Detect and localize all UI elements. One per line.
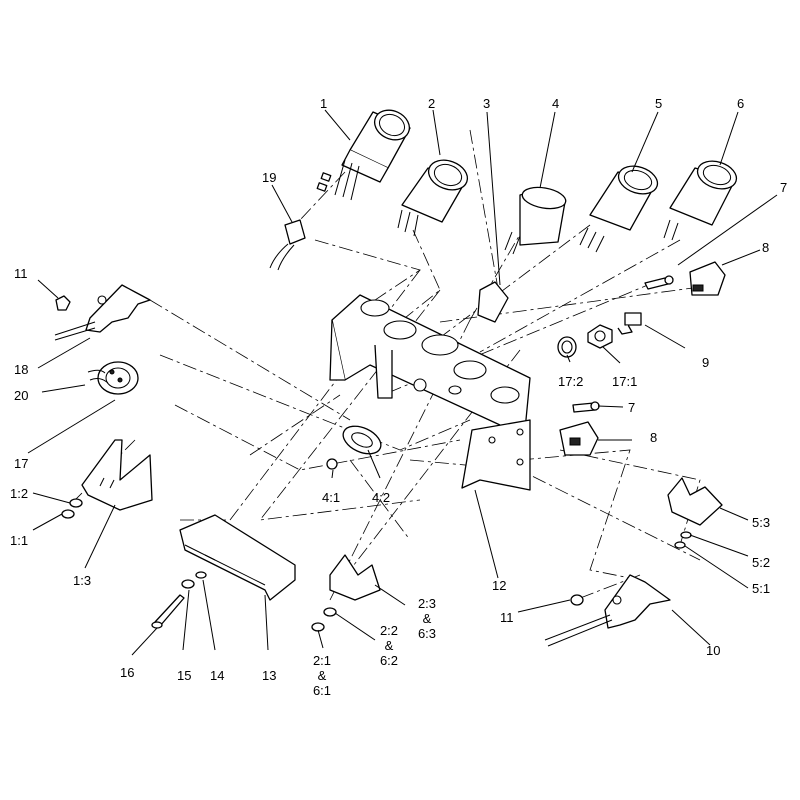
- callout-3: 3: [483, 96, 490, 111]
- mount-block-13: [179, 514, 296, 601]
- callout-17-2: 17:2: [558, 374, 583, 389]
- callout-1-2: 1:2: [10, 486, 28, 501]
- nut-11-left: [55, 295, 71, 311]
- callout-12: 12: [492, 578, 506, 593]
- callout-7-bottom: 7: [628, 400, 635, 415]
- bulb-socket-19: [269, 219, 306, 271]
- callout-8-bottom: 8: [650, 430, 657, 445]
- callout-6: 6: [737, 96, 744, 111]
- nut-11-right: [570, 594, 584, 606]
- callout-5-3: 5:3: [752, 515, 770, 530]
- dash-panel: [329, 294, 531, 431]
- washer-14: [195, 571, 207, 579]
- washer-2-1: [311, 622, 325, 632]
- callout-15: 15: [177, 668, 191, 683]
- callout-7-top: 7: [780, 180, 787, 195]
- callout-2-1-amp: &: [318, 668, 327, 683]
- callout-2-3: 2:3: [418, 596, 436, 611]
- callout-labels: 1 2 3 4 5 6 7 8 9 19 11 18 20 17 17:2 17…: [10, 96, 787, 683]
- gauge-1: [334, 109, 411, 201]
- callout-1-3: 1:3: [73, 573, 91, 588]
- leader-lines: [27, 109, 778, 656]
- callout-4-2: 4:2: [372, 490, 390, 505]
- callout-20: 20: [14, 388, 28, 403]
- clip-2-3: [329, 554, 381, 601]
- connector-3: [477, 281, 509, 323]
- nut-17-1: [587, 324, 613, 349]
- washer-1-1: [61, 509, 75, 519]
- washer-15: [181, 579, 195, 589]
- callout-17: 17: [14, 456, 28, 471]
- grommet-4-2: [342, 425, 382, 455]
- connector-8-bottom: [559, 421, 599, 456]
- callout-18: 18: [14, 362, 28, 377]
- callout-4: 4: [552, 96, 559, 111]
- callout-2: 2: [428, 96, 435, 111]
- callout-2-2-amp: &: [385, 638, 394, 653]
- multi-callout-2-3-6-3: 2:3 & 6:3: [418, 596, 436, 641]
- callout-11-right: 11: [500, 610, 514, 625]
- multi-callout-2-2-6-2: 2:2 & 6:2: [380, 623, 398, 668]
- callout-2-2: 2:2: [380, 623, 398, 638]
- callout-13: 13: [262, 668, 276, 683]
- clip-1-3: [81, 439, 153, 511]
- callout-16: 16: [120, 665, 134, 680]
- callout-5: 5: [655, 96, 662, 111]
- callout-5-2: 5:2: [752, 555, 770, 570]
- callout-1: 1: [320, 96, 327, 111]
- callout-6-1: 6:1: [313, 683, 331, 698]
- connector-8-top: [689, 261, 726, 296]
- callout-2-1: 2:1: [313, 653, 331, 668]
- multi-callout-2-1-6-1: 2:1 & 6:1: [313, 653, 331, 698]
- clip-5-3: [667, 477, 723, 526]
- callout-6-3: 6:3: [418, 626, 436, 641]
- gauge-1-nuts: [316, 172, 332, 192]
- ring-17-2: [557, 336, 577, 358]
- bolt-7-bottom: [572, 401, 600, 413]
- gauge-6: [663, 160, 738, 241]
- callout-1-1: 1:1: [10, 533, 28, 548]
- gauge-4-5: [579, 165, 659, 253]
- bolt-7-top: [644, 275, 674, 290]
- lever-10: [544, 574, 671, 647]
- washer-1-2: [69, 498, 83, 508]
- callout-6-2: 6:2: [380, 653, 398, 668]
- callout-4-1: 4:1: [322, 490, 340, 505]
- callout-11-left: 11: [14, 266, 28, 281]
- bolt-16: [151, 594, 185, 629]
- callout-17-1: 17:1: [612, 374, 637, 389]
- gauge-3: [504, 186, 567, 255]
- callout-14: 14: [210, 668, 224, 683]
- key-9: [617, 312, 642, 335]
- callout-2-3-amp: &: [423, 611, 432, 626]
- callout-10: 10: [706, 643, 720, 658]
- switch-17: [87, 361, 139, 395]
- callout-5-1: 5:1: [752, 581, 770, 596]
- nut-4-1: [326, 458, 338, 470]
- washer-5-1: [674, 541, 686, 549]
- callout-8-top: 8: [762, 240, 769, 255]
- gauge-2: [397, 159, 469, 237]
- side-bracket: [461, 419, 531, 491]
- lever-18: [54, 284, 151, 341]
- washer-5-2: [680, 531, 692, 539]
- callout-9: 9: [702, 355, 709, 370]
- washer-2-2: [323, 607, 337, 617]
- callout-19: 19: [262, 170, 276, 185]
